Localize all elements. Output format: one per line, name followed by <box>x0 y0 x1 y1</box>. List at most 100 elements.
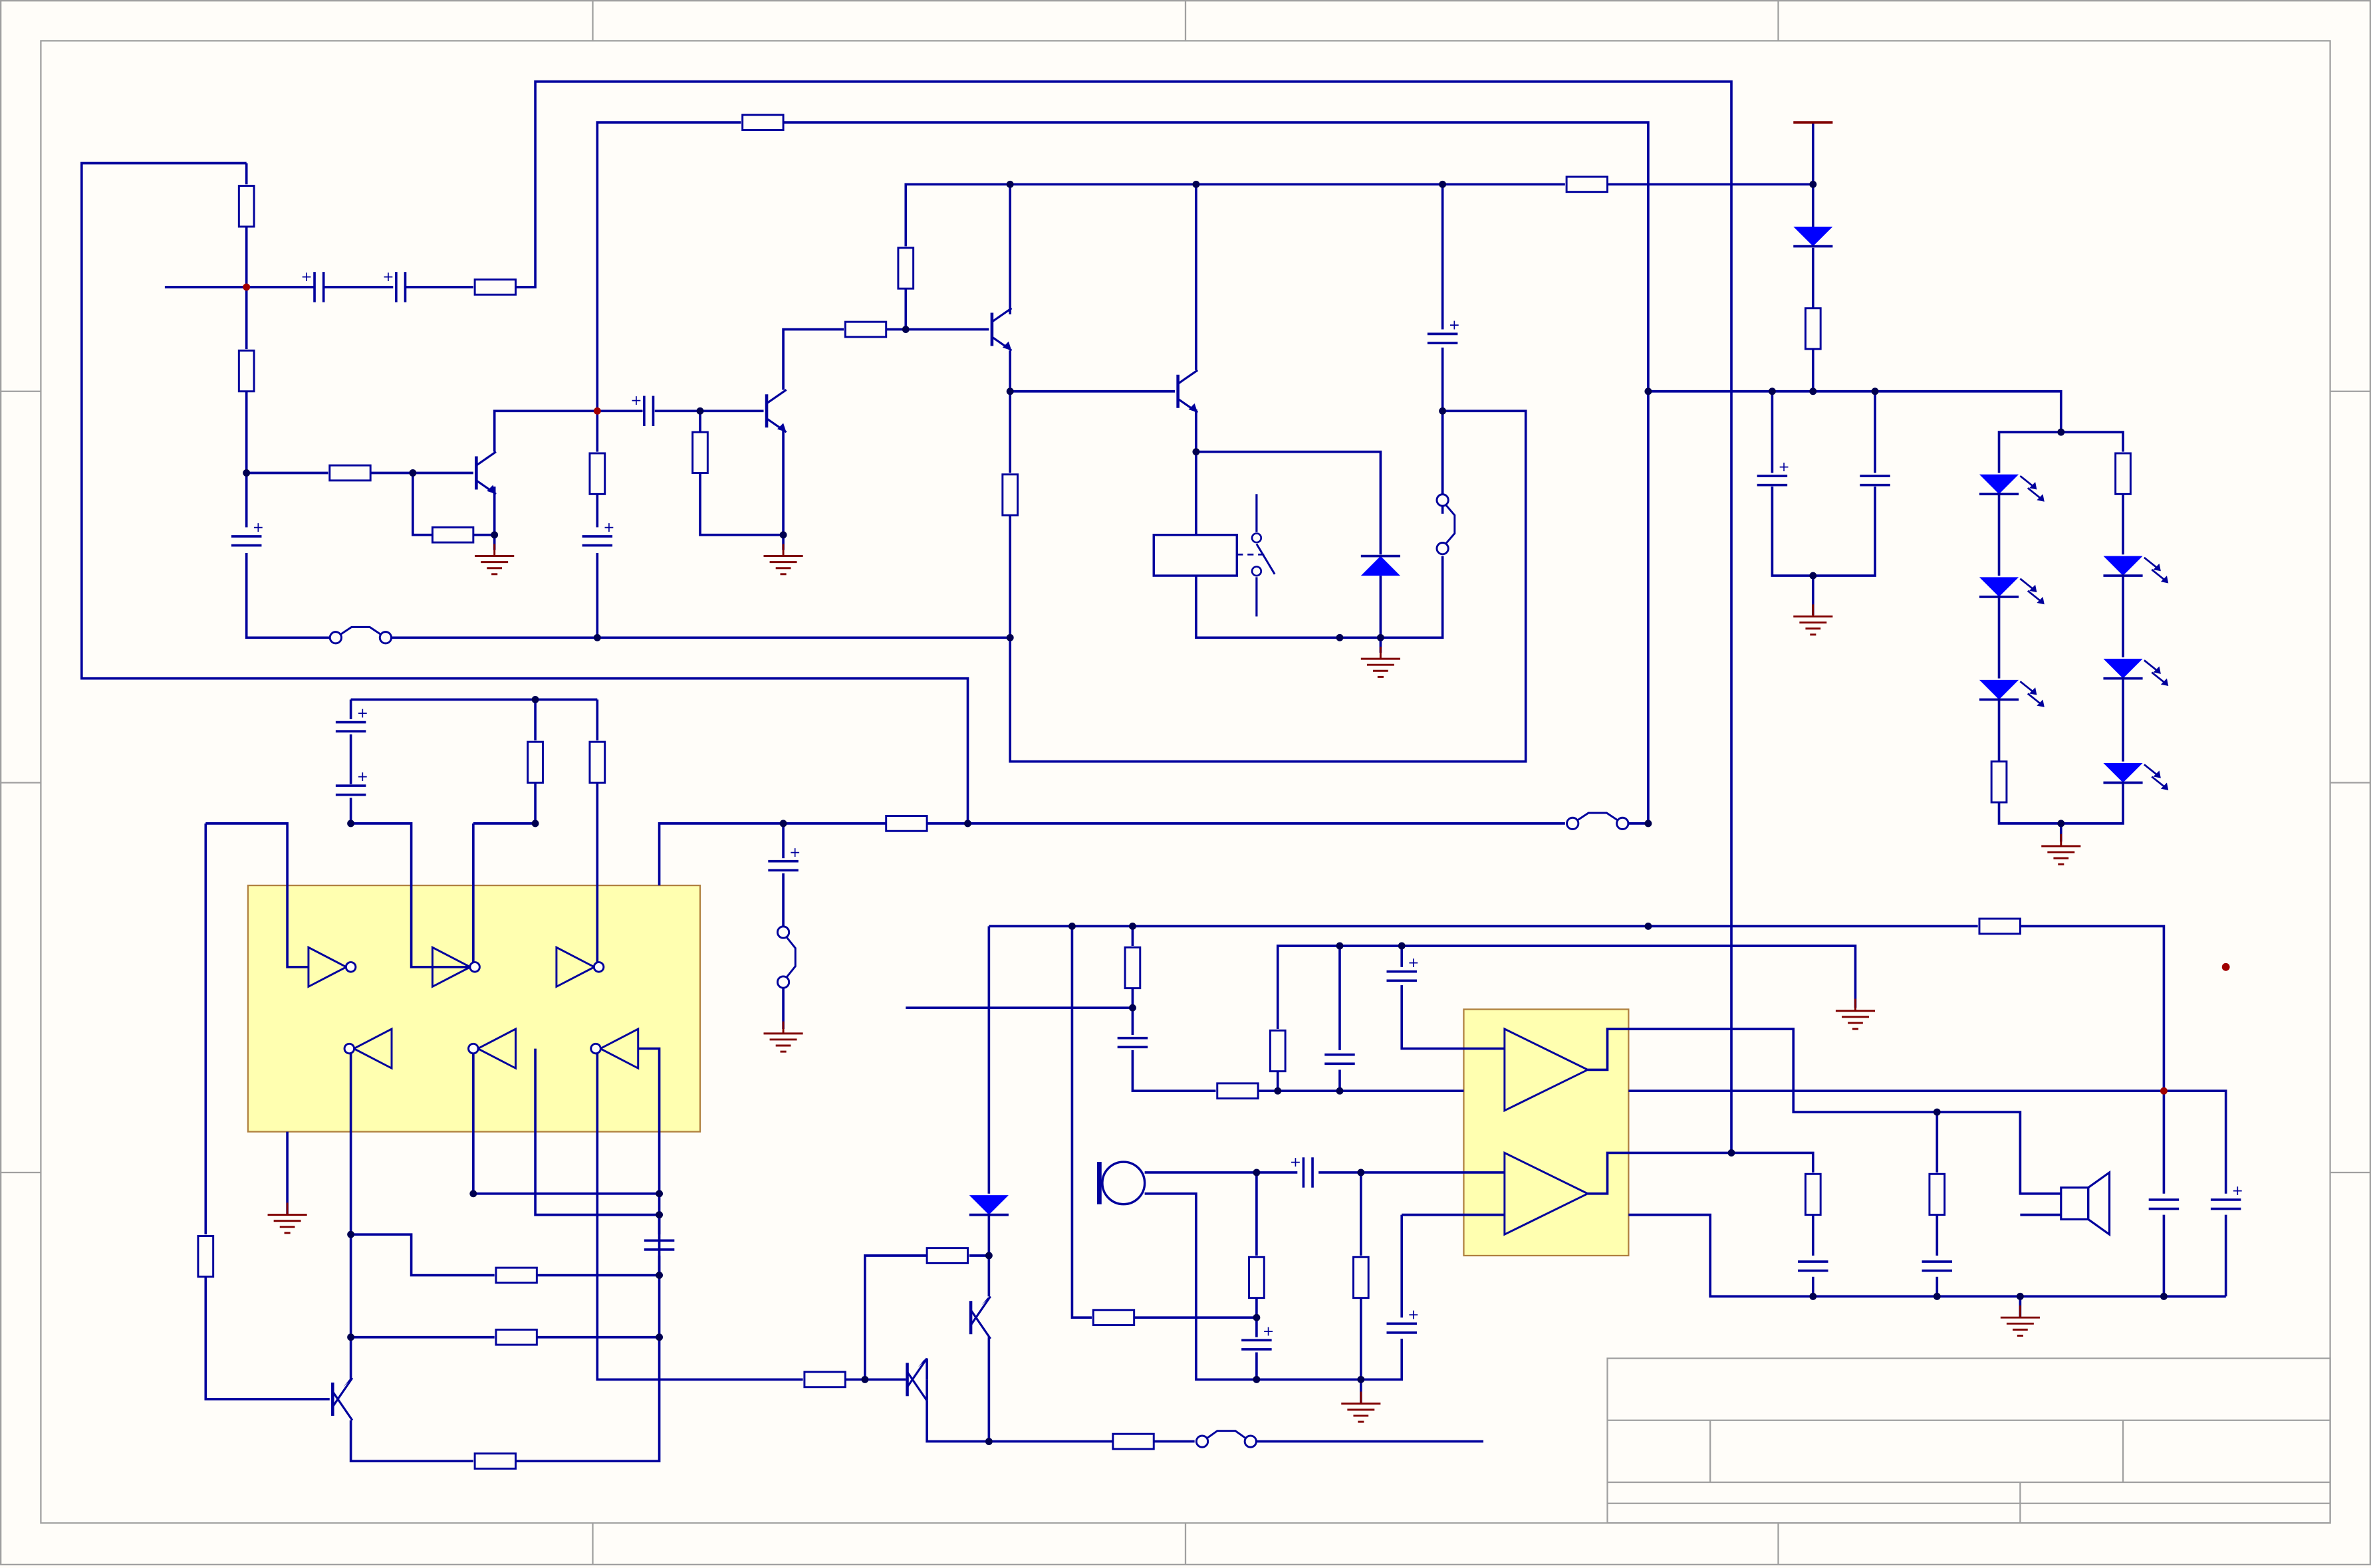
led-ray-head <box>2160 678 2169 687</box>
polarity-mark: + <box>1263 1323 1274 1339</box>
junction-dot <box>2160 1087 2168 1095</box>
junction-dot <box>1253 1375 1261 1383</box>
junction-dot <box>1068 922 1076 930</box>
ic-dual-amplifier-body <box>1463 1008 1630 1257</box>
polarity-mark: + <box>253 519 264 535</box>
wire-segment <box>904 183 1565 247</box>
resistor <box>328 464 372 482</box>
wire-segment <box>1009 409 1527 763</box>
junction-dot <box>593 407 601 415</box>
junction-dot <box>347 1230 355 1238</box>
led-ray-head <box>2037 494 2045 502</box>
relay-contact <box>1251 566 1263 577</box>
junction-dot <box>409 469 417 477</box>
transistor-arrow <box>487 485 496 495</box>
resistor <box>1124 946 1142 990</box>
junction-dot <box>1128 922 1136 930</box>
inverter-body <box>307 945 349 988</box>
wire-segment <box>699 473 784 536</box>
polarity-mark: + <box>357 705 368 721</box>
resistor <box>885 815 928 832</box>
junction-dot <box>1336 1087 1344 1095</box>
resistor <box>197 1234 215 1278</box>
junction-dot <box>2057 820 2065 828</box>
wire-segment <box>987 1337 1113 1443</box>
transistor-collector <box>969 1309 991 1339</box>
junction-dot <box>243 283 251 291</box>
junction-dot <box>1809 180 1817 188</box>
resistor <box>1928 1173 1946 1216</box>
polarity-mark: + <box>1290 1154 1301 1170</box>
wire-segment <box>80 162 969 824</box>
wires <box>80 80 2227 1462</box>
junction-dot <box>1192 180 1200 188</box>
junction-dot <box>593 633 601 641</box>
junction-dot <box>1336 942 1344 950</box>
junction-dot <box>531 820 539 828</box>
polarity-mark: + <box>382 269 394 284</box>
components: +++++++++++++++ <box>197 114 2243 1470</box>
inverter-body <box>555 945 596 988</box>
inverter-bubble <box>344 961 357 973</box>
resistor <box>431 526 475 544</box>
inverter-bubble <box>343 1042 356 1055</box>
diode-body <box>969 1195 1009 1215</box>
polarity-mark: + <box>1408 1306 1419 1322</box>
switch-contact <box>328 631 343 645</box>
amplifier-body <box>1503 1151 1590 1236</box>
wire-segment <box>349 1420 473 1462</box>
led-ray-head <box>2153 770 2161 778</box>
wire-segment <box>1997 782 2124 825</box>
junction-dot <box>656 1211 664 1219</box>
resistor <box>1804 307 1822 350</box>
polarity-mark: + <box>301 269 312 284</box>
led-ray-head <box>2037 699 2045 707</box>
switch-lever <box>1576 812 1619 822</box>
switch-lever <box>1205 1430 1247 1440</box>
junction-dot <box>779 531 787 539</box>
resistor <box>1092 1309 1136 1327</box>
led-ray-head <box>2153 563 2161 572</box>
junction-dot <box>1439 407 1447 415</box>
junction-dot <box>985 1252 993 1260</box>
junction-dot <box>491 531 499 539</box>
junction-dot <box>1006 633 1014 641</box>
junction-dot <box>1336 633 1344 641</box>
switch-contact <box>378 631 393 645</box>
inverter-bubble <box>592 961 605 973</box>
resistor <box>1269 1029 1287 1073</box>
polarity-mark: + <box>603 519 614 535</box>
wire-segment <box>1070 926 1092 1319</box>
led-ray-head <box>2029 482 2037 490</box>
wire-segment <box>493 409 598 452</box>
junction-dot <box>1871 388 1879 395</box>
wire-segment <box>1771 486 1876 577</box>
junction-dot <box>1768 388 1776 395</box>
polarity-mark: + <box>1779 459 1790 475</box>
transistor-arrow <box>1002 341 1012 351</box>
inverter-bubble <box>469 961 481 973</box>
transistor-collector <box>1177 369 1199 385</box>
junction-dot <box>1644 922 1652 930</box>
switch-contact <box>1195 1434 1209 1448</box>
junction-dot <box>469 1190 477 1198</box>
junction-dot <box>347 820 355 828</box>
led-ray-head <box>2160 576 2169 584</box>
component-fills <box>247 884 1630 1257</box>
polarity-mark: + <box>1449 317 1460 333</box>
junction-dot <box>243 469 251 477</box>
polarity-mark: + <box>1408 954 1419 970</box>
junction-dot <box>696 407 704 415</box>
switch-contact <box>1243 1434 1257 1448</box>
switch-lever <box>1445 504 1456 545</box>
transistor-collector <box>906 1371 928 1402</box>
inverter-body <box>351 1027 393 1070</box>
junction-dot <box>1357 1169 1365 1176</box>
switch-contact <box>776 925 791 939</box>
junction-dot <box>1727 1149 1735 1157</box>
resistor <box>1112 1432 1155 1450</box>
wire-segment <box>658 822 886 886</box>
resistor <box>803 1371 846 1389</box>
